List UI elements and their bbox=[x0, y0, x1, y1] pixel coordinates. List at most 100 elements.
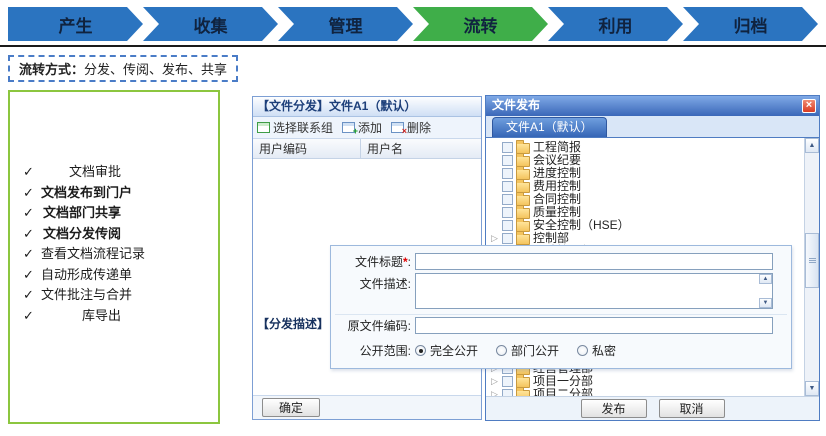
feature-item-label: 库导出 bbox=[81, 307, 121, 323]
scope-label: 公开范围: bbox=[359, 344, 411, 358]
feature-item: ✓文档分发传阅 bbox=[23, 224, 212, 245]
textarea-scroll-down-icon[interactable]: ▼ bbox=[759, 298, 772, 308]
folder-icon bbox=[516, 204, 530, 219]
cancel-button[interactable]: 取消 bbox=[658, 399, 725, 418]
process-step: 利用 bbox=[548, 7, 683, 41]
tree-row[interactable]: ▷项目一分部 bbox=[490, 373, 593, 388]
scope-option-department[interactable]: 部门公开 bbox=[496, 342, 559, 359]
scope-option-label: 完全公开 bbox=[430, 344, 479, 358]
scrollbar-thumb[interactable] bbox=[805, 233, 819, 288]
tree-row-label: 质量控制 bbox=[533, 205, 582, 219]
checkbox[interactable] bbox=[502, 155, 513, 166]
scroll-up-icon[interactable]: ▲ bbox=[805, 138, 819, 153]
textarea-scroll-up-icon[interactable]: ▲ bbox=[759, 274, 772, 284]
feature-item: ✓ 文档部门共享 bbox=[23, 203, 212, 224]
check-icon: ✓ bbox=[23, 287, 34, 302]
tree-row[interactable]: ▷ 控制部 bbox=[490, 230, 630, 245]
feature-item: ✓库导出 bbox=[23, 306, 212, 327]
checkbox[interactable] bbox=[502, 207, 513, 218]
flow-mode-prefix: 流转方式： bbox=[19, 62, 85, 77]
close-icon[interactable]: × bbox=[802, 99, 816, 113]
scope-radio[interactable] bbox=[496, 345, 508, 356]
tree-row-label: 进度控制 bbox=[533, 166, 582, 180]
ok-button[interactable]: 确定 bbox=[262, 398, 320, 417]
scrollbar-grip bbox=[808, 258, 816, 263]
publish-panel-header: 文件发布 × bbox=[486, 96, 819, 116]
folder-icon bbox=[516, 217, 530, 232]
tree-row-label: 安全控制（HSE） bbox=[533, 218, 630, 232]
publish-button[interactable]: 发布 bbox=[580, 399, 647, 418]
distribute-dialog-title: 【文件分发】文件A1（默认） bbox=[253, 97, 481, 117]
scroll-down-icon[interactable]: ▼ bbox=[805, 381, 819, 396]
feature-item: ✓查看文档流程记录 bbox=[23, 244, 212, 265]
original-code-label: 原文件编码: bbox=[347, 319, 411, 333]
tree-row[interactable]: ▷ 项目二分部 bbox=[490, 386, 594, 397]
expand-triangle-icon[interactable]: ▷ bbox=[491, 389, 498, 396]
publish-panel-title: 文件发布 bbox=[492, 98, 541, 112]
folder-icon bbox=[516, 178, 530, 193]
checkbox[interactable] bbox=[502, 194, 513, 205]
tab-file-a1[interactable]: 文件A1（默认） bbox=[492, 117, 607, 137]
file-desc-textarea[interactable]: ▲ ▼ bbox=[415, 273, 773, 309]
scope-option-label: 部门公开 bbox=[511, 344, 560, 358]
tree-row-label: 合同控制 bbox=[533, 192, 582, 206]
check-icon: ✓ bbox=[23, 205, 34, 220]
process-banner: 产生 收集 管理 流转 利用 归档 bbox=[8, 7, 818, 41]
folder-icon bbox=[516, 152, 530, 167]
tree-row[interactable]: ▷工程简报 bbox=[490, 139, 630, 154]
file-title-label: 文件标题*: bbox=[354, 255, 411, 269]
feature-item-label: 自动形成传递单 bbox=[41, 266, 133, 282]
check-icon: ✓ bbox=[23, 184, 34, 200]
file-title-input[interactable] bbox=[415, 253, 773, 270]
file-desc-label: 文件描述: bbox=[359, 277, 411, 291]
feature-item-label: 文档部门共享 bbox=[42, 205, 121, 220]
tree-row-label: 工程简报 bbox=[533, 140, 582, 154]
process-step: 管理 bbox=[278, 7, 413, 41]
tree-row[interactable]: ▷质量控制 bbox=[490, 204, 630, 219]
feature-item: ✓ 文档审批 bbox=[23, 162, 212, 183]
file-desc-row: 文件描述: ▲ ▼ bbox=[331, 273, 773, 309]
process-step: 归档 bbox=[683, 7, 818, 41]
add-button[interactable]: + 添加 bbox=[342, 119, 382, 136]
checkbox[interactable] bbox=[502, 168, 513, 179]
tree-row-label: 项目二分部 bbox=[533, 387, 594, 397]
tree-row[interactable]: ▷会议纪要 bbox=[490, 152, 630, 167]
checkbox[interactable] bbox=[502, 142, 513, 153]
folder-icon bbox=[516, 230, 530, 245]
original-code-row: 原文件编码: bbox=[331, 317, 773, 334]
feature-item: ✓文件批注与合并 bbox=[23, 285, 212, 306]
scope-radio[interactable] bbox=[577, 345, 589, 356]
expand-triangle-icon[interactable]: ▷ bbox=[491, 233, 498, 243]
checkbox[interactable] bbox=[502, 233, 513, 244]
scope-radio[interactable] bbox=[415, 345, 426, 356]
tree-row-label: 控制部 bbox=[533, 231, 570, 245]
check-icon: ✓ bbox=[23, 164, 34, 179]
delete-label: 删除 bbox=[407, 121, 432, 135]
feature-item-label: 文档审批 bbox=[68, 164, 121, 179]
tree-row-label: 会议纪要 bbox=[533, 153, 582, 167]
select-contact-group-button[interactable]: 选择联系组 bbox=[257, 119, 333, 136]
tree-row[interactable]: ▷进度控制 bbox=[490, 165, 630, 180]
folder-icon bbox=[516, 386, 530, 396]
distribute-dialog-footer: 确定 bbox=[253, 395, 481, 419]
form-divider bbox=[335, 314, 787, 315]
process-step-active: 流转 bbox=[413, 7, 548, 41]
feature-list-box: ✓文档审批 ✓文档发布到门户 ✓文档部门共享 ✓文档分发传阅 ✓查看文档流程记录… bbox=[8, 90, 220, 424]
column-user-code: 用户编码 bbox=[253, 139, 361, 158]
process-step-label: 产生 bbox=[58, 16, 93, 36]
scope-option-private[interactable]: 私密 bbox=[577, 342, 616, 359]
expand-triangle-icon[interactable]: ▷ bbox=[491, 376, 498, 386]
checkbox[interactable] bbox=[502, 220, 513, 231]
delete-button[interactable]: × 删除 bbox=[391, 119, 431, 136]
scope-option-public[interactable]: 完全公开 bbox=[415, 342, 478, 359]
vertical-scrollbar[interactable]: ▲ ▼ bbox=[804, 138, 819, 396]
checkbox[interactable] bbox=[502, 181, 513, 192]
folder-icon bbox=[516, 191, 530, 206]
original-code-input[interactable] bbox=[415, 317, 773, 334]
checkbox[interactable] bbox=[502, 389, 513, 396]
flow-mode-callout: 流转方式：分发、传阅、发布、共享 bbox=[8, 55, 239, 82]
flow-mode-text: 分发、传阅、发布、共享 bbox=[84, 62, 228, 77]
column-user-name: 用户名 bbox=[367, 142, 404, 156]
checkbox[interactable] bbox=[502, 376, 513, 387]
